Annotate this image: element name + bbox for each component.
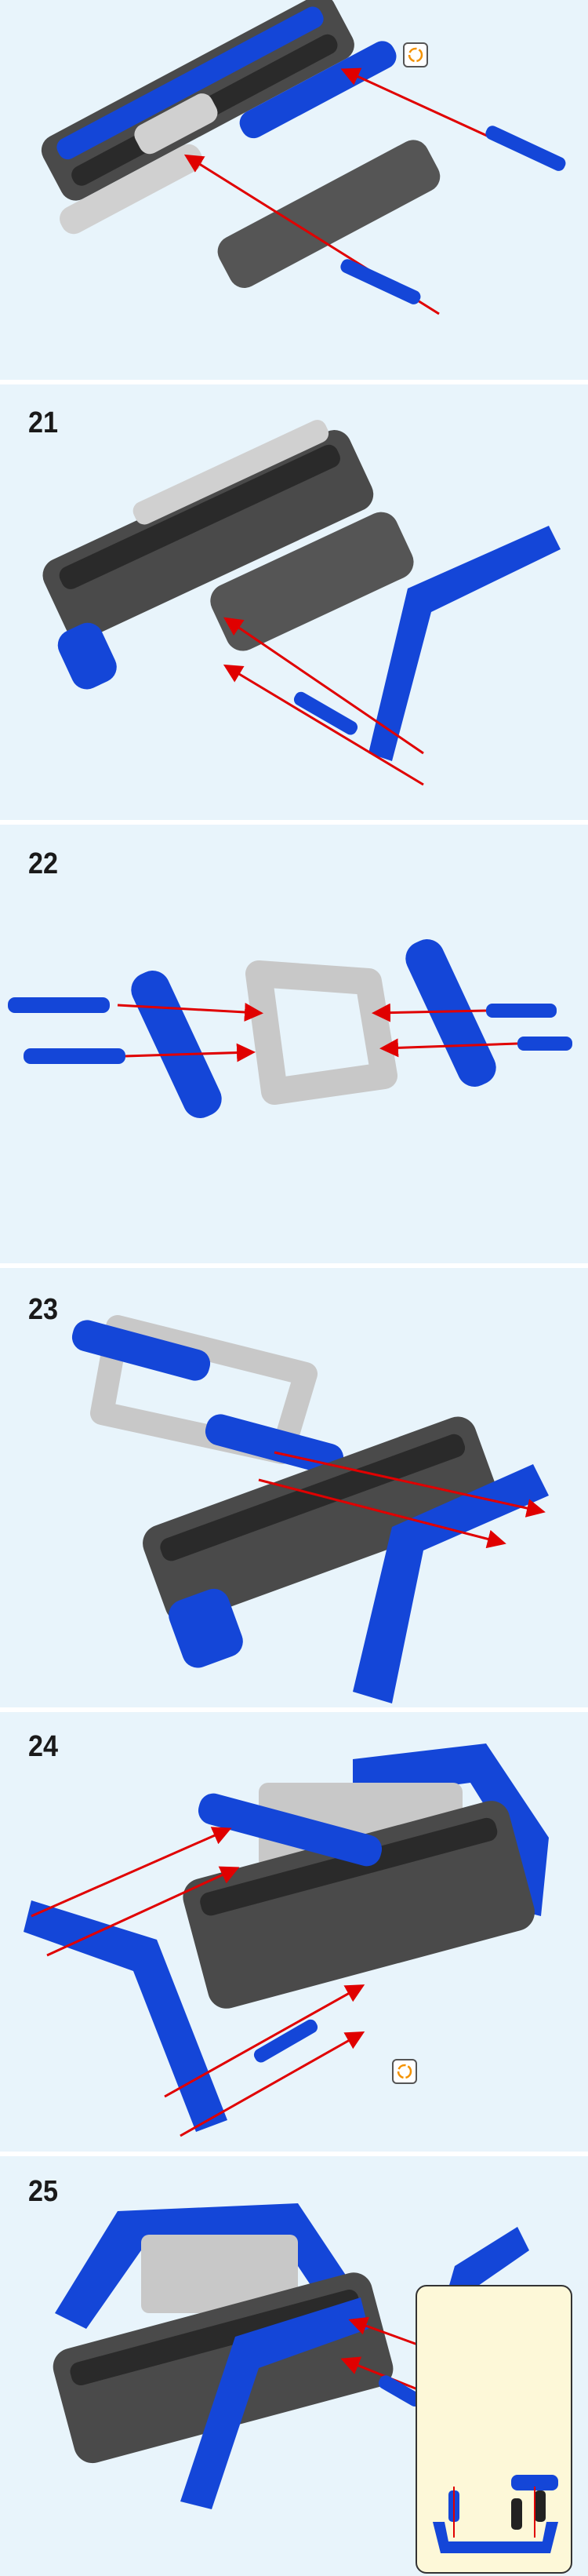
- step-number: 21: [28, 406, 59, 439]
- rotate-model-icon: [392, 2059, 417, 2084]
- step-20-illustration: [41, 0, 566, 315]
- step-25-illustration: [53, 2203, 529, 2509]
- step-21-illustration: [42, 420, 561, 786]
- step-number: 22: [28, 847, 59, 880]
- sub-assembly-callout: [416, 2285, 572, 2574]
- rotate-model-icon: [403, 42, 428, 67]
- step-divider: [0, 2152, 588, 2156]
- step-number: 23: [28, 1293, 59, 1326]
- step-24-illustration: [24, 1743, 549, 2137]
- step-22-illustration: [8, 939, 572, 1118]
- step-divider: [0, 380, 588, 384]
- step-23-illustration: [71, 1315, 549, 1703]
- step-divider: [0, 1707, 588, 1712]
- step-number: 24: [28, 1730, 59, 1763]
- step-divider: [0, 1263, 588, 1268]
- step-number: 25: [28, 2175, 59, 2208]
- step-divider: [0, 820, 588, 825]
